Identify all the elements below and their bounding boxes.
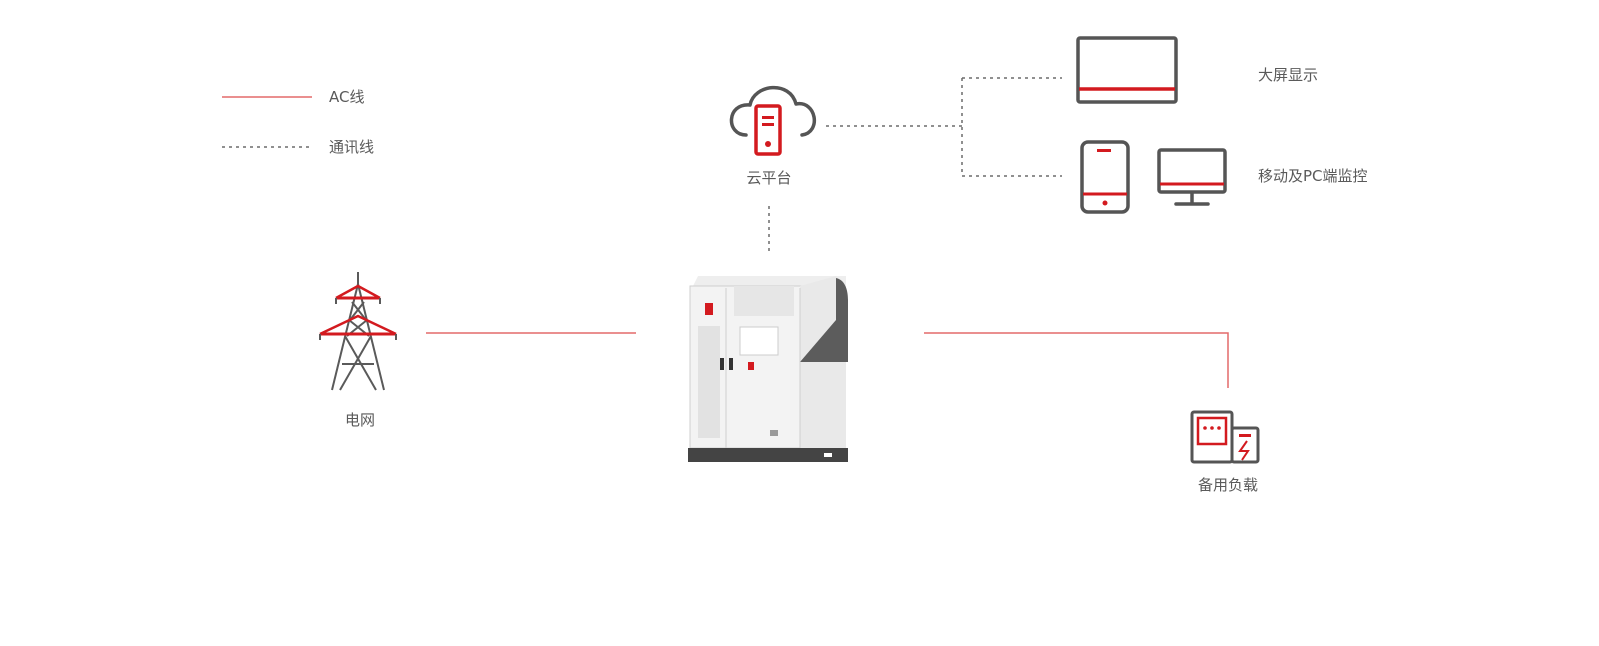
- mobile-pc-monitoring-label: 移动及PC端监控: [1258, 167, 1368, 185]
- transmission-tower-icon: [319, 272, 397, 391]
- cloud-platform-label: 云平台: [746, 169, 792, 187]
- grid-label: 电网: [344, 411, 376, 429]
- backup-load-icon: [1190, 410, 1260, 464]
- mobile-phone-icon: [1080, 140, 1130, 214]
- energy-storage-cabinet: [688, 276, 848, 462]
- large-screen-label: 大屏显示: [1258, 66, 1319, 84]
- desktop-monitor-icon: [1157, 148, 1227, 206]
- cloud-server-icon: [729, 85, 817, 156]
- ac-line-cabinet-to-load: [924, 332, 1229, 388]
- large-screen-icon: [1076, 36, 1178, 104]
- legend-ac-line-label: AC线: [329, 88, 365, 106]
- backup-load-label: 备用负载: [1197, 476, 1259, 494]
- legend-comm-line-label: 通讯线: [329, 138, 375, 156]
